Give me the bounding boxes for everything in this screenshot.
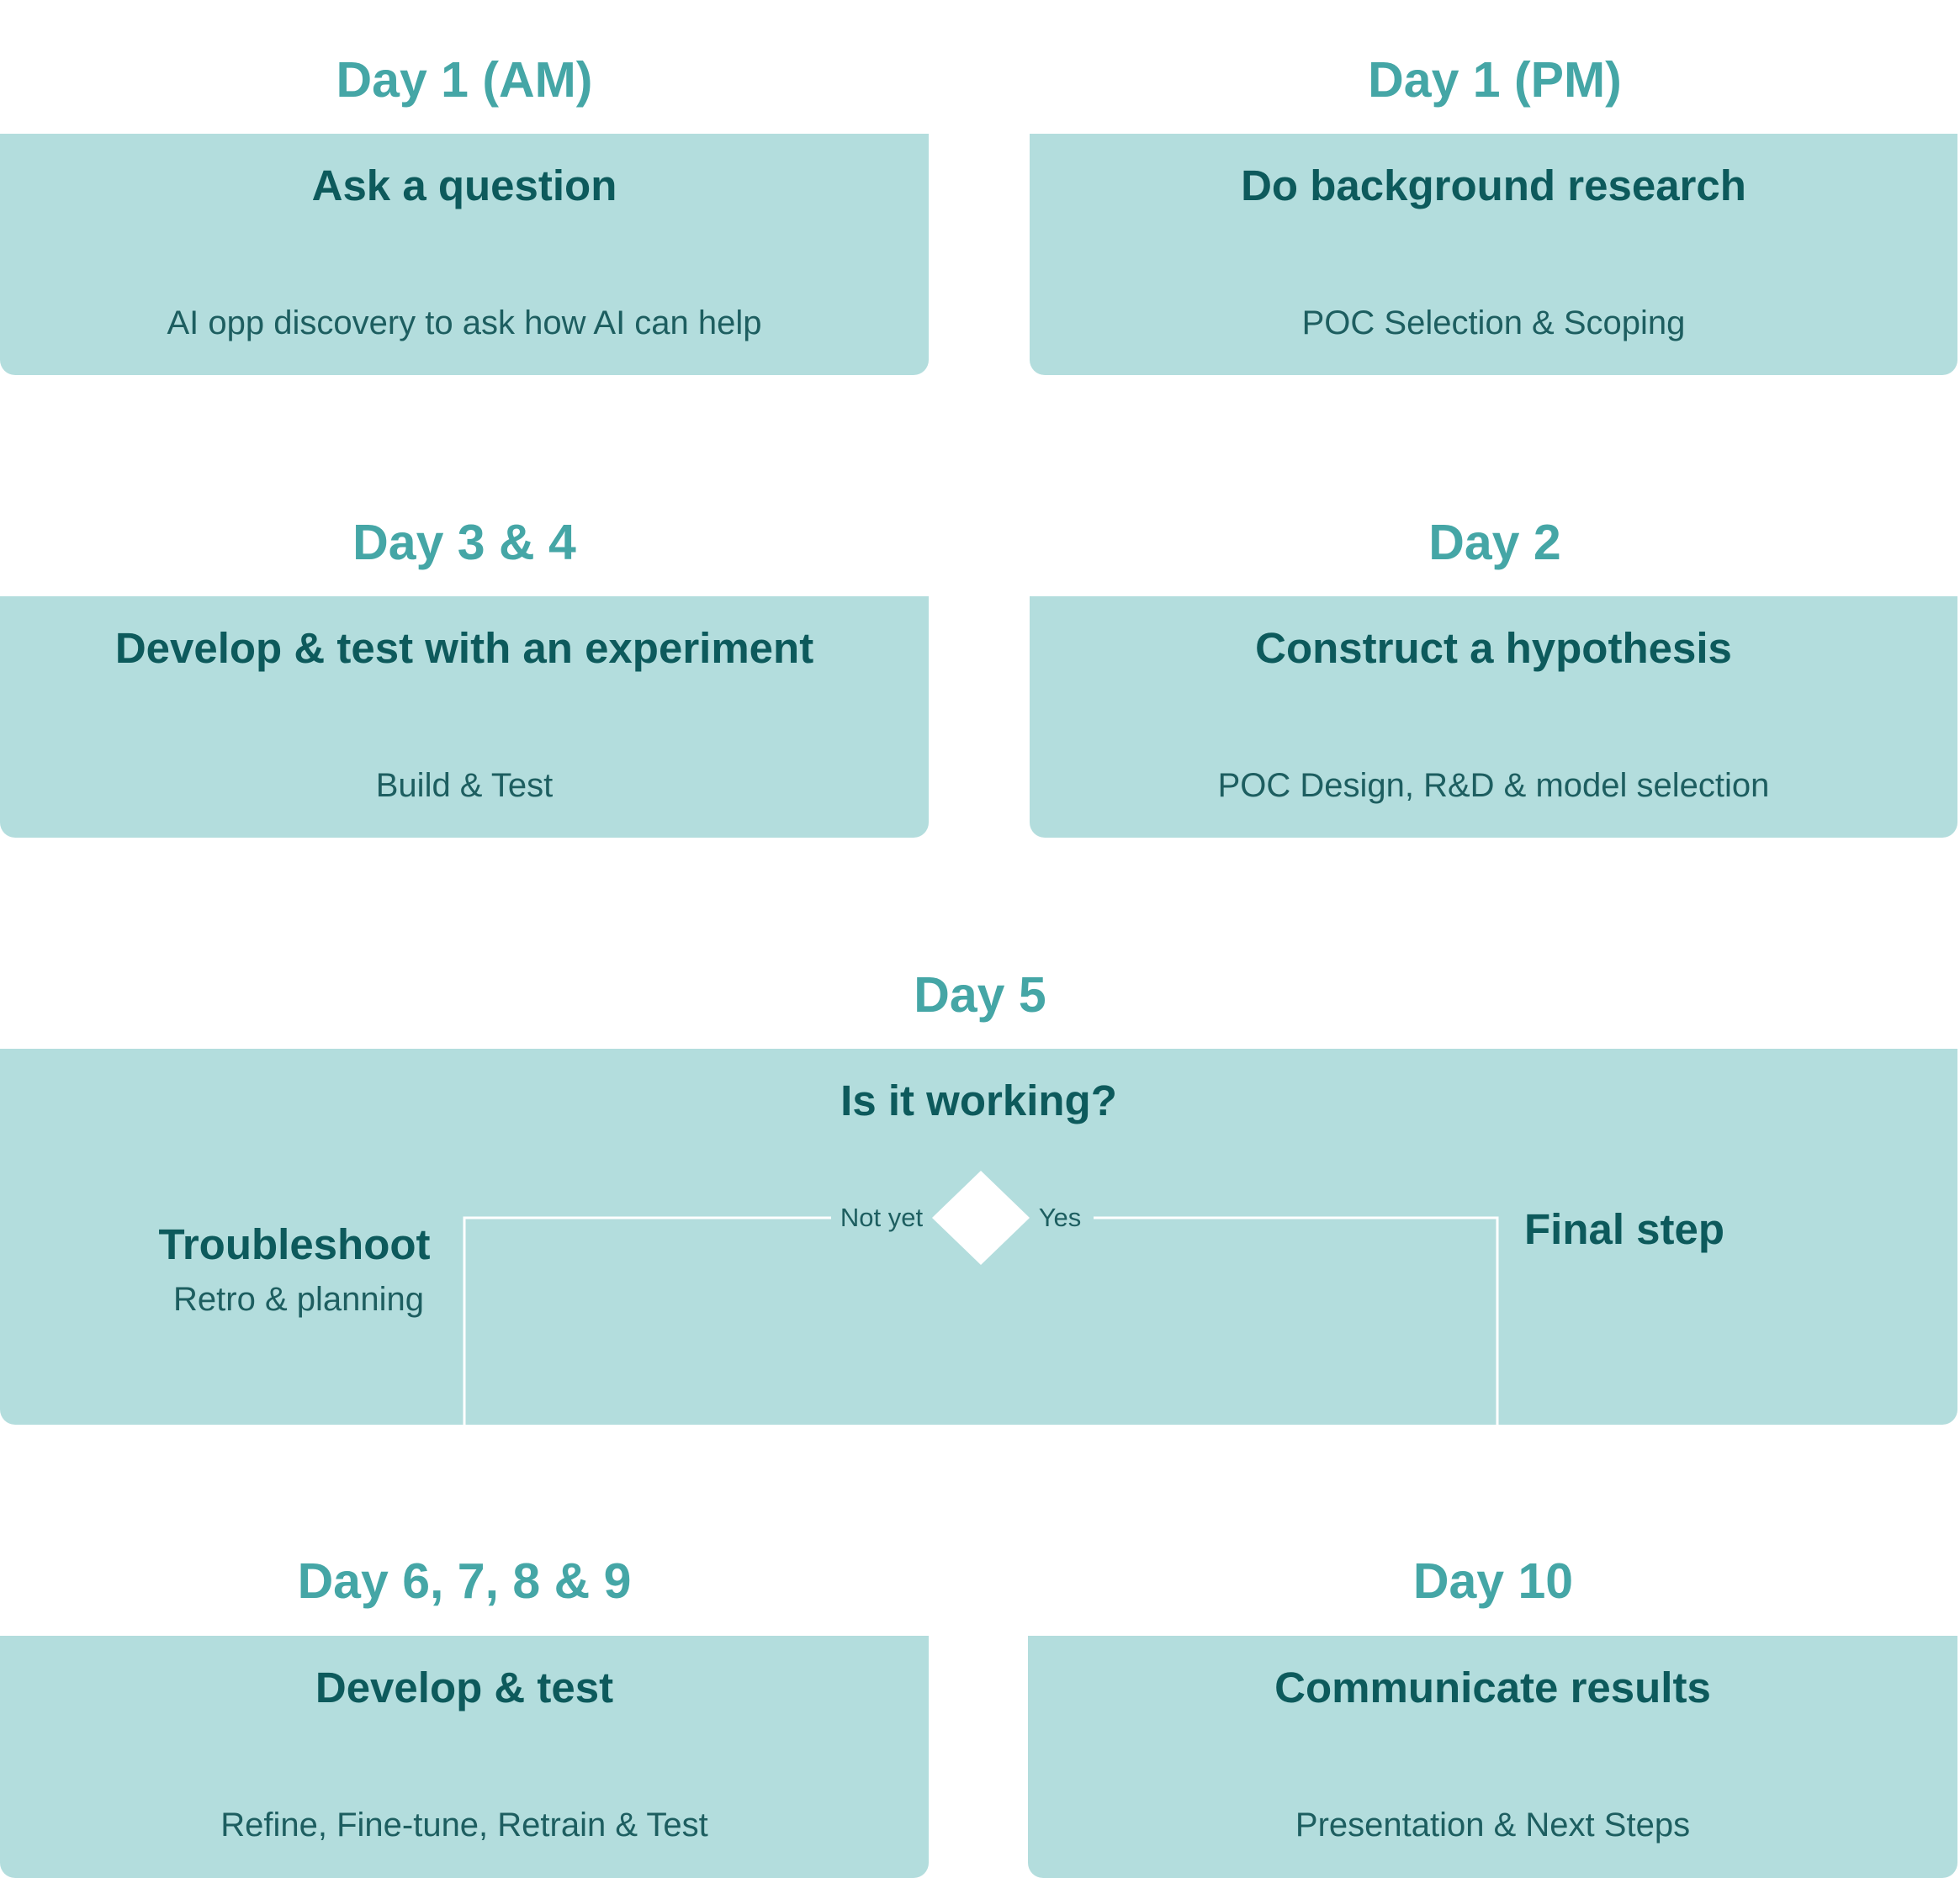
day-label-day3-4: Day 3 & 4: [352, 515, 576, 570]
card-subtitle: POC Selection & Scoping: [1301, 304, 1686, 341]
card-subtitle: Build & Test: [375, 767, 554, 804]
card-is-it-working: Is it working? Not yet Yes Troubleshoot …: [0, 1049, 1957, 1425]
day-label-day10: Day 10: [1412, 1553, 1574, 1609]
card-ask-question: Ask a question AI opp discovery to ask h…: [0, 134, 929, 375]
card-subtitle: Presentation & Next Steps: [1295, 1807, 1691, 1844]
card-construct-hypothesis: Construct a hypothesis POC Design, R&D &…: [1030, 596, 1957, 838]
day-label-day1-pm: Day 1 (PM): [1368, 52, 1622, 108]
not-yet-label: Not yet: [840, 1203, 924, 1232]
card-title: Ask a question: [311, 161, 617, 209]
card-develop-experiment: Develop & test with an experiment Build …: [0, 596, 929, 838]
card-develop-test: Develop & test Refine, Fine-tune, Retrai…: [0, 1636, 929, 1878]
card-communicate-results: Communicate results Presentation & Next …: [1028, 1636, 1957, 1878]
card-title: Construct a hypothesis: [1255, 624, 1732, 672]
card-subtitle: Refine, Fine-tune, Retrain & Test: [220, 1807, 708, 1844]
card-subtitle: POC Design, R&D & model selection: [1217, 767, 1770, 804]
troubleshoot-subtitle: Retro & planning: [173, 1281, 424, 1318]
not-yet-line: [463, 1216, 831, 1425]
day-label-day5: Day 5: [914, 967, 1046, 1023]
card-title: Communicate results: [1274, 1664, 1711, 1711]
yes-label: Yes: [1038, 1203, 1082, 1232]
card-subtitle: AI opp discovery to ask how AI can help: [167, 304, 762, 341]
day-label-day2: Day 2: [1428, 515, 1561, 570]
final-step-title: Final step: [1524, 1205, 1725, 1253]
day-label-day6-9: Day 6, 7, 8 & 9: [297, 1553, 632, 1609]
card-title: Is it working?: [840, 1077, 1117, 1124]
decision-diamond-icon: [932, 1171, 1030, 1265]
yes-line: [1094, 1216, 1499, 1425]
card-title: Do background research: [1241, 161, 1746, 209]
card-title: Develop & test: [315, 1664, 614, 1711]
troubleshoot-title: Troubleshoot: [158, 1220, 431, 1268]
card-title: Develop & test with an experiment: [114, 624, 814, 672]
card-background-research: Do background research POC Selection & S…: [1030, 134, 1957, 375]
decision-connector: [463, 1171, 1499, 1425]
day-label-day1-am: Day 1 (AM): [336, 52, 593, 108]
